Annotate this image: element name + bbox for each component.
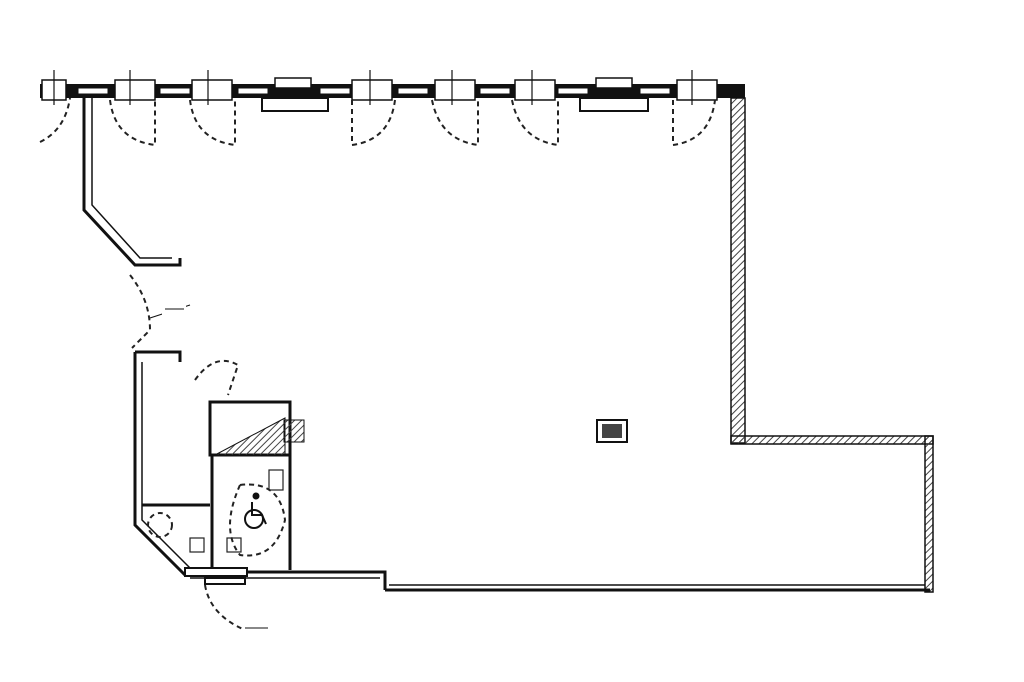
side-door-swing — [129, 274, 152, 349]
rear-wall — [185, 570, 930, 592]
room-tag-icon — [596, 419, 628, 443]
restroom-core — [133, 350, 305, 585]
storefront-wall — [40, 70, 745, 112]
exterior-wall-hatched — [730, 97, 934, 593]
accessible-wheelchair-icon — [244, 492, 267, 529]
door-tag-side — [149, 300, 191, 319]
rear-door-swing — [204, 584, 246, 631]
entrance-door-swings — [39, 97, 716, 147]
window-labels — [261, 97, 649, 112]
door-tag-rear — [243, 622, 269, 634]
left-wall — [82, 98, 182, 267]
